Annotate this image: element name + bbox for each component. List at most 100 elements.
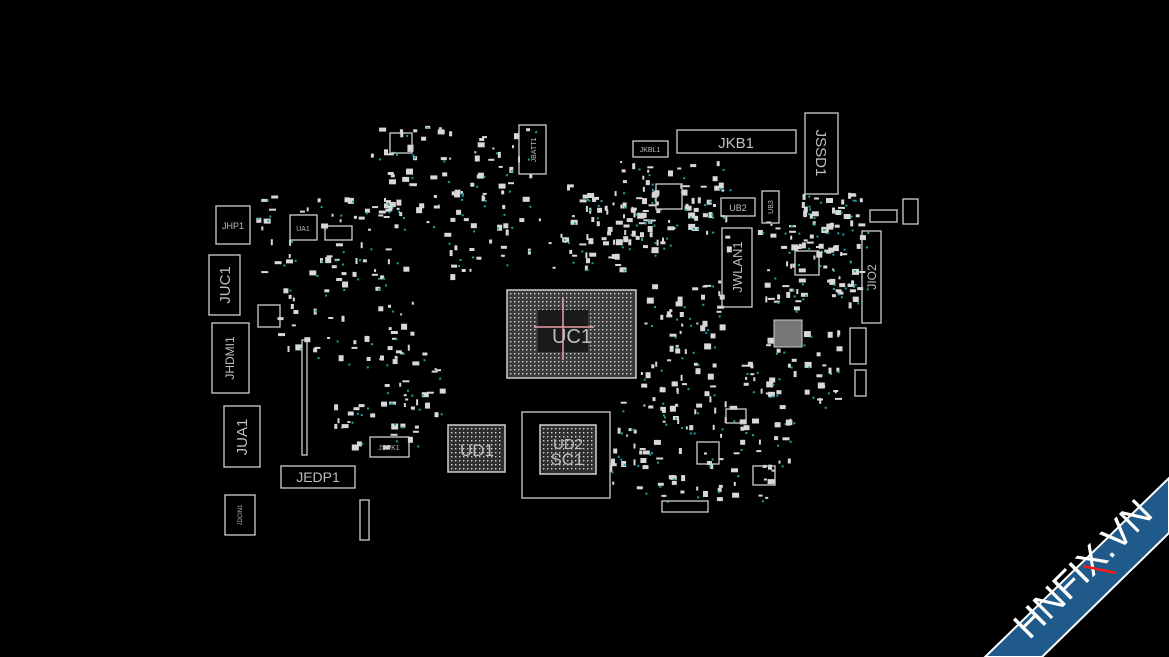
smd-pad [718,182,724,189]
smd-pad [422,352,428,356]
smd-pad [362,259,367,263]
smd-pad [714,407,717,414]
smd-pad [677,167,682,170]
connector-jbatt1[interactable]: JBATT1 [518,124,547,175]
smd-pad [852,296,859,299]
chip-ub2[interactable]: UB2 [720,197,756,217]
smd-pad [816,374,823,378]
connector-jdcin1[interactable]: JDCIN1 [224,494,256,536]
via [722,216,725,219]
smd-pad [388,304,391,308]
smd-pad [639,450,643,455]
bga-ball [487,440,489,442]
bga-ball [451,448,453,450]
via [503,213,506,216]
bga-ball [602,361,604,363]
connector-jwlan1[interactable]: JWLAN1 [721,227,753,308]
bga-ball [455,448,457,450]
smd-pad [613,448,618,454]
bga-ball [514,369,516,371]
smd-pad [314,346,321,349]
bga-ball [475,456,477,458]
bga-ball [499,452,501,454]
bga-ball [583,432,585,434]
bga-ball [558,305,560,307]
connector-jhp1[interactable]: JHP1 [215,205,251,245]
bga-ball [463,432,465,434]
smd-pad [390,433,398,436]
bga-ball [491,452,493,454]
via [752,434,754,437]
via [833,284,836,286]
bga-ball [463,452,465,454]
chip-ub3[interactable]: UB3 [761,190,780,224]
connector-jkb1[interactable]: JKB1 [676,129,797,154]
connector-jkbl1[interactable]: JKBL1 [632,140,669,158]
bga-ball [479,464,481,466]
bga-ball [622,317,624,319]
bga-ball [534,329,536,331]
bga-ball [606,357,608,359]
connector-jio2[interactable]: JIO2 [861,230,882,324]
via [784,232,787,235]
bga-ball [606,365,608,367]
chip-ua1[interactable]: UA1 [289,214,318,241]
smd-pad [831,294,836,298]
bga-ball [546,369,548,371]
bga-ball [630,309,632,311]
bga-ball [606,325,608,327]
smd-pad [660,386,663,390]
connector-jssd1[interactable]: JSSD1 [804,112,839,195]
bga-ball [546,357,548,359]
bga-ball [618,333,620,335]
smd-pad [828,367,832,374]
bga-ball [630,293,632,295]
connector-juc1[interactable]: JUC1 [208,254,241,316]
chip-ud1[interactable]: UD1 [447,424,506,473]
bga-ball [555,460,557,462]
via [762,500,765,503]
smd-pad [675,348,681,354]
smd-pad [767,337,775,344]
connector-jhdmi1[interactable]: JHDMI1 [211,322,250,394]
connector-jspk1[interactable]: JSPK1 [369,436,410,458]
smd-pad [371,273,378,276]
smd-pad [328,317,334,319]
smd-pad [261,226,264,231]
smd-pad [655,201,659,206]
bga-ball [514,341,516,343]
smd-pad [764,282,771,288]
smd-pad [645,372,651,379]
bga-ball [590,369,592,371]
connector-jedp1[interactable]: JEDP1 [280,465,356,489]
via [632,428,635,431]
via [778,378,781,381]
smd-pad [341,424,349,429]
smd-pad [353,407,360,411]
bga-ball [590,365,592,367]
via [439,377,442,380]
bga-ball [579,452,581,454]
via [689,432,692,435]
smd-pad [790,235,793,240]
smd-pad [623,224,630,228]
smd-pad [402,176,410,182]
via [823,229,826,231]
bga-ball [566,293,568,295]
smd-pad [661,406,666,413]
chip-ud2[interactable]: UD2 SC1 [521,411,611,499]
bga-ball [606,369,608,371]
bga-ball [475,436,477,438]
connector-jua1[interactable]: JUA1 [223,405,261,468]
bga-ball [463,464,465,466]
smd-pad [760,388,763,394]
via [662,414,665,417]
smd-pad [586,258,590,264]
bga-ball [583,448,585,450]
via [722,168,725,171]
bga-ball [543,440,545,442]
via [440,413,443,416]
cpu-uc1[interactable]: UC1 [506,289,637,379]
bga-ball [542,301,544,303]
